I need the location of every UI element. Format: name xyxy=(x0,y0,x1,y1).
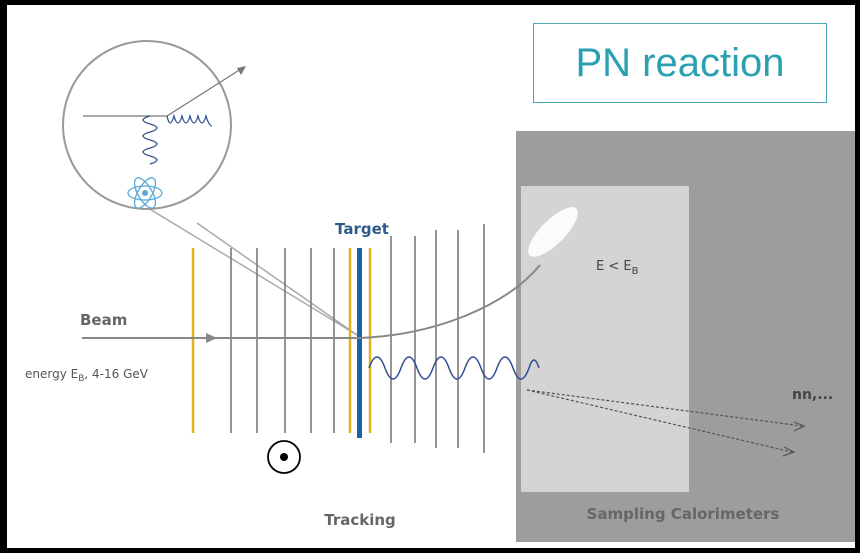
beam-arrowhead xyxy=(206,333,217,343)
zoom-photon-horizontal xyxy=(166,113,213,127)
photon-wave xyxy=(368,356,540,380)
energy-threshold-label: E < EB xyxy=(596,259,639,277)
zoom-arrowhead xyxy=(237,66,246,75)
neutron-track-1 xyxy=(526,389,803,427)
tracker-planes xyxy=(191,224,485,453)
out-of-page-field-icon xyxy=(267,440,301,474)
products-label: nn,... xyxy=(792,387,833,403)
neutron-arrowhead-2 xyxy=(782,446,796,457)
pn-reaction-diagram: Target Beam energy EB, 4-16 GeV E < EB n… xyxy=(25,40,855,542)
neutron-track-2 xyxy=(526,389,793,453)
zoom-photon-vertical xyxy=(142,115,158,165)
atom-icon xyxy=(127,177,163,209)
calorimeters-label: Sampling Calorimeters xyxy=(587,505,780,523)
tracking-label: Tracking xyxy=(324,511,396,529)
target xyxy=(357,248,362,438)
magnifier-circle xyxy=(62,40,232,210)
energy-deposit-blob xyxy=(528,207,578,257)
beam-energy-label: energy EB, 4-16 GeV xyxy=(25,367,149,384)
slide-title: PN reaction xyxy=(575,40,785,85)
scattered-electron-track xyxy=(358,264,541,339)
zoom-scattered-electron xyxy=(166,68,242,117)
title-box: PN reaction xyxy=(533,23,827,103)
target-label: Target xyxy=(335,220,389,238)
beam-label: Beam xyxy=(80,311,127,329)
neutron-arrowhead-1 xyxy=(793,421,806,432)
